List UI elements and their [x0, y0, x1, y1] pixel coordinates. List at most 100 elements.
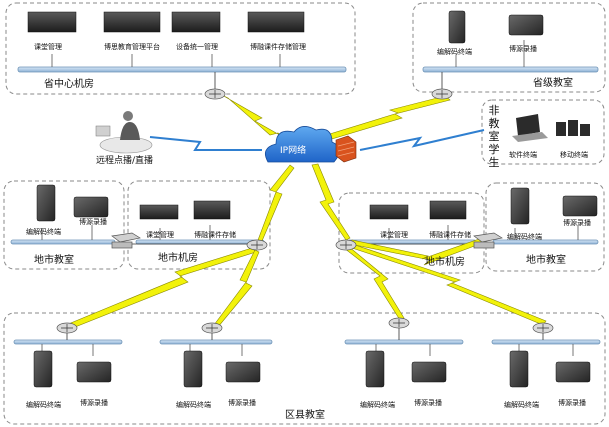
codec-terminal-icon: [365, 350, 385, 388]
device-label: 博源录播: [509, 45, 537, 53]
blue-links: [149, 129, 485, 151]
device-label: 编解码终端: [507, 233, 542, 241]
recorder-icon: [562, 195, 598, 217]
recorder-icon: [73, 196, 109, 218]
link-province-classroom: [319, 95, 451, 142]
link-province-center: [221, 94, 286, 139]
device-label: 编解码终端: [26, 401, 61, 409]
router-icon: [201, 322, 223, 334]
city-left-classroom-bus: [10, 239, 116, 245]
server-label: 课堂管理: [34, 43, 62, 51]
city-right-room-title: 地市机房: [425, 257, 465, 268]
recorder-icon: [555, 361, 591, 383]
switch-icon: [111, 232, 141, 249]
server-icon: [369, 204, 409, 220]
non-classroom-zone: [481, 99, 605, 165]
device-label: 博源录播: [558, 399, 586, 407]
device-label: 课堂管理: [380, 231, 408, 239]
ip-network-cloud: [264, 126, 340, 163]
codec-terminals: [33, 10, 530, 388]
device-label: 编解码终端: [504, 401, 539, 409]
device-label: 博源录播: [80, 399, 108, 407]
device-label: 课堂管理: [146, 231, 174, 239]
province-servers: [27, 11, 305, 33]
zone-borders: [3, 2, 606, 425]
device-label: 博源录播: [414, 399, 442, 407]
recorders: [73, 14, 598, 383]
server-icon: [103, 11, 161, 33]
link-county-4: [345, 242, 547, 326]
router-icon: [431, 88, 453, 100]
remote-link: [149, 136, 262, 151]
switch-icon: [473, 232, 503, 249]
drop-lines: [41, 40, 579, 356]
city-left-classroom-zone: [3, 180, 125, 270]
server-icon: [193, 200, 231, 220]
device-label: 博源录播: [79, 218, 107, 226]
codec-terminal-icon: [509, 350, 529, 388]
link-county-3: [343, 245, 405, 321]
router-icon: [335, 239, 357, 251]
mobile-devices-icon: [556, 120, 590, 136]
province-center-title: 省中心机房: [44, 79, 94, 90]
server-icon: [171, 11, 221, 33]
city-right-classroom-zone: [485, 182, 605, 272]
county-bus-4: [491, 339, 601, 345]
province-center-bus: [17, 66, 347, 73]
device-label: 软件终端: [509, 151, 537, 159]
codec-terminal-icon: [448, 10, 466, 44]
remote-label: 远程点播/直播: [96, 156, 154, 166]
city-servers: [139, 200, 467, 220]
server-label: 博思教育管理平台: [104, 43, 160, 51]
city-right-room-zone: [338, 192, 485, 274]
county-zone: [3, 312, 606, 425]
province-center-zone: [5, 2, 356, 95]
non-classroom-link: [359, 129, 485, 151]
city-left-room-title: 地市机房: [158, 253, 198, 264]
device-label: 博融课件存储: [194, 231, 236, 239]
firewall-icon: [335, 135, 357, 163]
server-icon: [139, 204, 179, 220]
recorder-icon: [225, 361, 261, 383]
device-label: 博融课件存储: [429, 231, 471, 239]
city-right-classroom-title: 地市教室: [526, 255, 566, 266]
province-classroom-zone: [412, 2, 606, 93]
province-classroom-bus: [422, 66, 599, 73]
province-classroom-title: 省级教室: [533, 78, 573, 89]
county-title: 区县教室: [285, 410, 325, 421]
switches: [111, 232, 503, 249]
network-buses: [10, 66, 601, 345]
device-label: 博源录播: [228, 399, 256, 407]
link-city-left: [257, 164, 295, 242]
wan-links: [65, 94, 547, 330]
device-label: 编解码终端: [26, 228, 61, 236]
county-bus-1: [13, 339, 123, 345]
core-network-label: IP网络: [280, 146, 307, 156]
router-icon: [532, 322, 554, 334]
city-left-room-bus: [135, 239, 265, 245]
codec-terminal-icon: [510, 187, 530, 225]
remote-user-icon: [95, 111, 153, 154]
routers: [56, 88, 554, 334]
server-icon: [429, 200, 467, 220]
device-label: 编解码终端: [360, 401, 395, 409]
device-label: 编解码终端: [437, 48, 472, 56]
city-left-classroom-title: 地市教室: [34, 255, 74, 266]
server-label: 设备统一管理: [176, 43, 218, 51]
router-icon: [388, 317, 410, 329]
device-label: 博源录播: [563, 219, 591, 227]
router-icon: [204, 88, 226, 100]
county-bus-2: [159, 339, 273, 345]
county-bus-3: [344, 339, 464, 345]
router-icon: [246, 239, 268, 251]
recorder-icon: [411, 361, 447, 383]
laptop-icon: [512, 114, 548, 142]
link-city-right: [311, 163, 351, 241]
recorder-icon: [508, 14, 544, 36]
server-icon: [27, 11, 77, 33]
city-left-room-zone: [127, 180, 271, 270]
codec-terminal-icon: [183, 350, 203, 388]
device-label: 移动终端: [560, 151, 588, 159]
non-classroom-title: 非教室学生: [488, 104, 500, 169]
